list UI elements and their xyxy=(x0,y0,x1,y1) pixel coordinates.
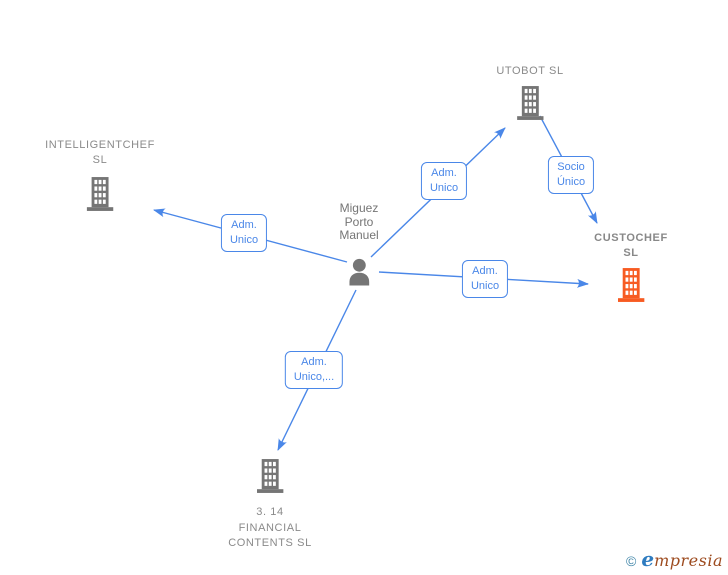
edge-label-line: Adm. xyxy=(431,167,457,179)
building-icon-highlighted xyxy=(615,267,647,308)
node-custochef[interactable]: CUSTOCHEF SL xyxy=(594,231,668,308)
edge-label-line: Socio xyxy=(557,161,585,173)
building-icon xyxy=(84,176,116,217)
edge-label-line: Adm. xyxy=(472,265,498,277)
company-label: INTELLIGENTCHEF SL xyxy=(45,138,155,168)
node-person-miguez-porto-manuel[interactable]: Miguez Porto Manuel xyxy=(339,201,379,291)
building-icon xyxy=(254,458,286,499)
person-name-line: Manuel xyxy=(339,228,379,242)
company-label-line: INTELLIGENTCHEF xyxy=(45,139,155,151)
edge-label-line: Único xyxy=(556,176,586,188)
empresia-logo-text: mpresia xyxy=(654,551,723,570)
company-label-line: SL xyxy=(92,154,108,166)
edge-label-adm-unico-custochef: Adm. Unico xyxy=(461,260,509,298)
node-financial-contents[interactable]: 3. 14 FINANCIAL CONTENTS SL xyxy=(228,458,312,552)
edge-label-line: Adm. xyxy=(301,356,327,368)
edge-label-socio-unico: Socio Único xyxy=(547,156,595,194)
person-name: Miguez Porto Manuel xyxy=(339,201,379,243)
company-label-line: 3. 14 xyxy=(256,506,284,518)
company-label: CUSTOCHEF SL xyxy=(594,231,668,261)
company-label-line: UTOBOT SL xyxy=(496,65,564,77)
empresia-logo[interactable]: © e mpresia xyxy=(626,547,723,571)
edge-label-line: Adm. xyxy=(231,219,257,231)
edge-label-line: Unico,... xyxy=(293,371,335,383)
node-intelligentchef[interactable]: INTELLIGENTCHEF SL xyxy=(45,138,155,217)
edge-label-adm-unico-financial: Adm. Unico,... xyxy=(284,351,344,389)
node-utobot[interactable]: UTOBOT SL xyxy=(496,64,563,126)
edge-label-line: Unico xyxy=(229,234,259,246)
person-name-line: Porto xyxy=(344,214,374,229)
edge-label-line: Unico xyxy=(470,280,500,292)
copyright-icon: © xyxy=(626,553,637,569)
company-label: UTOBOT SL xyxy=(496,64,563,79)
empresia-logo-initial: e xyxy=(641,547,655,571)
person-icon xyxy=(346,258,372,291)
company-label-line: CONTENTS SL xyxy=(228,537,312,549)
edge-label-line: Unico xyxy=(429,182,459,194)
edge-label-adm-unico-intelligentchef: Adm. Unico xyxy=(220,214,268,252)
edge-label-adm-unico-utobot: Adm. Unico xyxy=(420,162,468,200)
company-label-line: FINANCIAL xyxy=(238,521,302,534)
person-name-line: Miguez xyxy=(339,201,379,215)
company-label-line: CUSTOCHEF xyxy=(594,232,668,244)
company-label-line: SL xyxy=(623,247,639,259)
company-label: 3. 14 FINANCIAL CONTENTS SL xyxy=(228,505,312,552)
building-icon xyxy=(514,85,546,126)
